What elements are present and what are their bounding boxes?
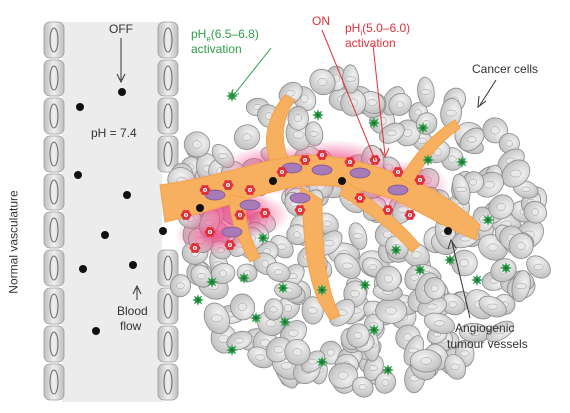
endothelial-cell: [43, 211, 65, 249]
intracellular-activated-nanoparticles: [180, 150, 426, 253]
green-star-icon: [279, 316, 291, 328]
green-star-icon: [368, 117, 380, 129]
ph-e-label: pHe(6.5–6.8): [191, 27, 259, 46]
endothelial-cell: [157, 97, 179, 135]
green-star-icon: [500, 262, 512, 274]
green-star-icon: [417, 122, 429, 134]
green-star-icon: [382, 364, 394, 376]
red-flower-icon: [234, 210, 246, 220]
normal-vasculature-label: Normal vasculature: [6, 190, 21, 294]
endothelial-cell: [43, 173, 65, 211]
off-label: OFF: [109, 22, 133, 36]
red-flower-icon: [316, 150, 328, 160]
extracellular-activated-nanoparticles: [192, 90, 512, 376]
endothelial-cell: [157, 287, 179, 325]
endothelial-cell: [43, 135, 65, 173]
endothelial-cell: [43, 287, 65, 325]
red-flower-icon: [180, 210, 192, 220]
flow-label: flow: [120, 319, 142, 333]
green-star-icon: [456, 156, 468, 168]
endothelial-cell: [43, 59, 65, 97]
ph-e-activation-label: activation: [191, 42, 242, 56]
cancer-cells-label: Cancer cells: [472, 62, 539, 76]
activated-cell-nucleus: [289, 192, 311, 204]
red-flower-icon: [276, 167, 288, 177]
activated-cell-nucleus: [349, 167, 371, 179]
green-star-icon: [414, 264, 426, 276]
green-star-icon: [422, 154, 434, 166]
endothelial-cell: [43, 97, 65, 135]
green-star-icon: [226, 344, 238, 356]
green-star-icon: [312, 109, 324, 121]
blood-label: Blood: [117, 304, 148, 318]
red-flower-icon: [204, 227, 216, 237]
off-nanoparticles: [74, 88, 167, 335]
green-star-icon: [277, 282, 289, 294]
ph-i-label: pHi(5.0–6.0): [345, 21, 410, 40]
endothelial-cell: [157, 135, 179, 173]
activated-cell-nucleus: [221, 226, 243, 238]
normal-vessel-lumen: [62, 22, 162, 402]
red-flower-icon: [354, 193, 366, 203]
ph-e-sub: e: [206, 34, 211, 44]
red-flower-icon: [189, 243, 201, 253]
red-flower-icon: [199, 185, 211, 195]
green-star-icon: [316, 284, 328, 296]
endothelial-cell: [157, 21, 179, 59]
green-star-icon: [471, 274, 483, 286]
activated-cell-nucleus: [204, 189, 226, 201]
red-flower-icon: [294, 205, 306, 215]
green-star-icon: [192, 294, 204, 306]
green-star-icon: [359, 279, 371, 291]
activated-cell-nucleus: [387, 184, 409, 196]
red-flower-icon: [299, 155, 311, 165]
endothelial-cell: [43, 249, 65, 287]
ph-normal-label: pH = 7.4: [91, 126, 137, 140]
ph-i-activation-label: activation: [345, 36, 396, 50]
ph-e-main: pH: [191, 27, 207, 41]
ph-i-range: (5.0–6.0): [362, 21, 411, 35]
ph-i-sub: i: [360, 28, 363, 38]
activated-cell-nucleus: [239, 199, 261, 211]
green-star-icon: [390, 244, 402, 256]
red-flower-icon: [224, 240, 236, 250]
red-flower-icon: [392, 167, 404, 177]
red-flower-icon: [344, 157, 356, 167]
activated-cell-nucleus: [311, 164, 333, 176]
green-star-icon: [257, 232, 269, 244]
vessel-wall-left: [43, 21, 65, 401]
endothelial-cell: [157, 249, 179, 287]
green-star-icon: [250, 312, 262, 324]
annotation-arrows: [116, 29, 497, 319]
red-flower-icon: [259, 208, 271, 218]
ph-e-range: (6.5–6.8): [210, 27, 259, 41]
endothelial-cell: [157, 59, 179, 97]
red-flower-icon: [244, 185, 256, 195]
green-star-icon: [368, 324, 380, 336]
on-label: ON: [312, 14, 330, 28]
green-star-icon: [238, 272, 250, 284]
endothelial-cell: [43, 325, 65, 363]
angiogenic-label: Angiogenic: [455, 321, 515, 335]
endothelial-cell: [43, 363, 65, 401]
green-star-icon: [316, 356, 328, 368]
endothelial-cell: [157, 363, 179, 401]
red-flower-icon: [414, 175, 426, 185]
red-flower-icon: [404, 210, 416, 220]
endothelial-cell: [157, 325, 179, 363]
endothelial-cell: [43, 21, 65, 59]
vessel-wall-right: [157, 21, 179, 401]
green-star-icon: [206, 276, 218, 288]
red-flower-icon: [222, 180, 234, 190]
green-star-icon: [482, 214, 494, 226]
red-flower-icon: [382, 205, 394, 215]
vessel-nanoparticles: [196, 177, 452, 235]
green-star-icon: [444, 254, 456, 266]
tumour-vessels-label: tumour vessels: [447, 337, 528, 351]
ph-i-main: pH: [345, 21, 361, 35]
